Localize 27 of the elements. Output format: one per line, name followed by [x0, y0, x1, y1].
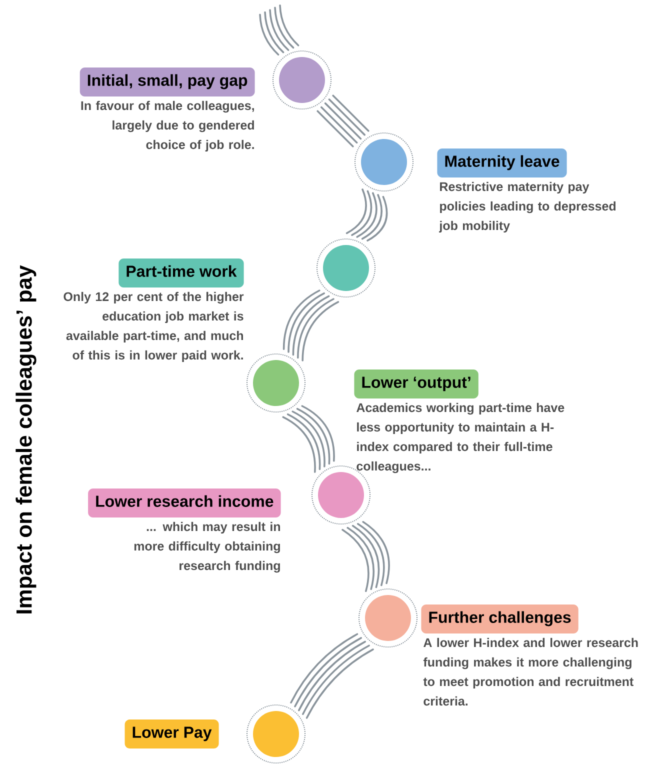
- stage-circle: [246, 354, 306, 412]
- label-box: Lower Pay: [124, 720, 219, 748]
- description-text: ... which may result in more difficulty obtaining research funding: [134, 522, 280, 573]
- road-lines: [342, 521, 390, 592]
- description-text: Only 12 per cent of the higher education job market is available part-time, and much of this is in lower paid work.: [64, 292, 244, 362]
- label-box: Lower research income: [88, 488, 281, 518]
- road-lines: [346, 188, 388, 242]
- description-text: Restrictive maternity pay policies leading to depressed job mobility: [439, 182, 616, 233]
- description-text: In favour of male colleagues, largely due to gendered choice of job role.: [81, 100, 254, 152]
- road-lines: [290, 633, 374, 719]
- description-text: A lower H-index and lower research funding makes it more challenging to meet promotion and recruitment criteria.: [423, 638, 638, 706]
- road-lines: [259, 4, 300, 56]
- stage-circle: [272, 50, 332, 110]
- stage-circle: [316, 238, 376, 298]
- label-box: Lower ‘output’: [354, 370, 478, 398]
- label-box: Maternity leave: [437, 148, 567, 178]
- road-lines: [282, 290, 340, 362]
- stage-circle: [358, 588, 418, 648]
- label-box: Part-time work: [118, 258, 244, 288]
- road-lines: [282, 405, 335, 473]
- label-box: Further challenges: [421, 604, 578, 634]
- label-box: Initial, small, pay gap: [80, 68, 255, 96]
- road-lines: [316, 94, 370, 148]
- stage-circle: [246, 704, 306, 764]
- title: Impact on female colleagues’ pay: [16, 265, 36, 614]
- description-text: Academics working part-time have less opportunity to maintain a H-index compared to their full-time colleagues...: [356, 402, 564, 474]
- stage-circle: [354, 132, 414, 192]
